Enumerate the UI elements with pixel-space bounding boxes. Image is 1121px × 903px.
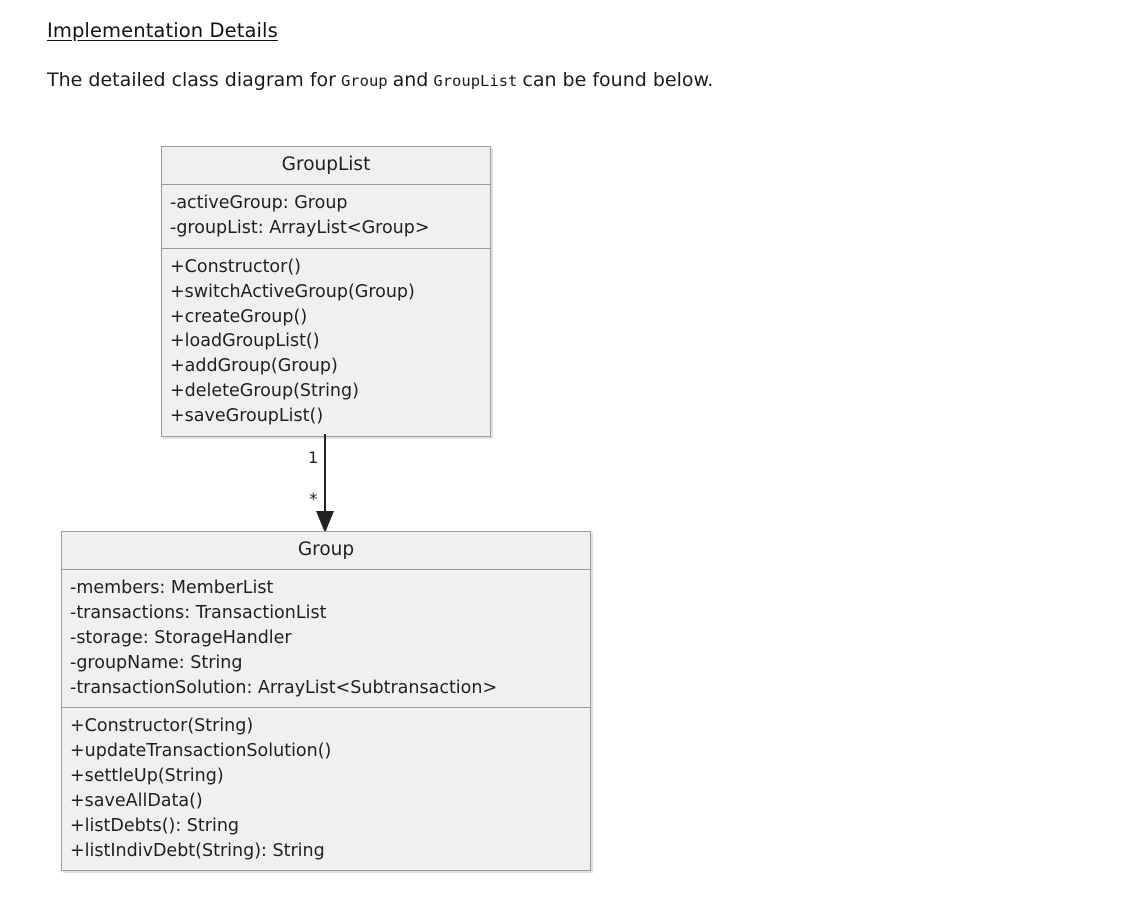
method-item: +listDebts(): String — [70, 815, 240, 836]
method-item: +Constructor(String) — [70, 716, 254, 737]
attributes-compartment-group: -members: MemberList -transactions: Tran… — [62, 570, 590, 709]
attribute-item: -members: MemberList — [70, 578, 274, 599]
method-item: +saveGroupList() — [170, 405, 324, 426]
class-name-group: Group — [62, 532, 590, 571]
method-item: +updateTransactionSolution() — [70, 741, 332, 762]
association-arrowhead-icon — [316, 511, 334, 533]
attributes-compartment-grouplist: -activeGroup: Group -groupList: ArrayLis… — [162, 185, 490, 249]
attribute-item: -transactionSolution: ArrayList<Subtrans… — [70, 677, 498, 698]
method-item: +addGroup(Group) — [170, 356, 338, 377]
inline-code-group: Group — [340, 72, 388, 90]
attribute-item: -transactions: TransactionList — [70, 603, 327, 624]
page-heading: Implementation Details — [47, 19, 278, 42]
methods-compartment-grouplist: +Constructor() +switchActiveGroup(Group)… — [162, 249, 490, 436]
method-item: +listIndivDebt(String): String — [70, 840, 325, 861]
multiplicity-source-label: 1 — [308, 448, 319, 467]
attribute-item: -storage: StorageHandler — [70, 627, 292, 648]
uml-class-grouplist[interactable]: GroupList -activeGroup: Group -groupList… — [161, 146, 491, 437]
multiplicity-target-label: * — [309, 490, 318, 510]
paragraph-text-before: The detailed class diagram for — [47, 69, 336, 91]
method-item: +loadGroupList() — [170, 331, 320, 352]
method-item: +Constructor() — [170, 256, 301, 277]
attribute-item: -groupName: String — [70, 652, 243, 673]
association-line — [324, 434, 326, 523]
methods-compartment-group: +Constructor(String) +updateTransactionS… — [62, 708, 590, 870]
class-name-grouplist: GroupList — [162, 147, 490, 186]
attribute-item: -groupList: ArrayList<Group> — [170, 218, 430, 239]
inline-code-grouplist: GroupList — [433, 72, 518, 90]
document-content: Implementation Details The detailed clas… — [47, 0, 1087, 94]
method-item: +saveAllData() — [70, 790, 203, 811]
paragraph-text-middle: and — [392, 69, 429, 91]
paragraph-text-after: can be found below. — [522, 69, 714, 91]
method-item: +switchActiveGroup(Group) — [170, 281, 415, 302]
uml-class-group[interactable]: Group -members: MemberList -transactions… — [61, 531, 591, 872]
attribute-item: -activeGroup: Group — [170, 193, 348, 214]
method-item: +deleteGroup(String) — [170, 381, 359, 402]
method-item: +settleUp(String) — [70, 766, 224, 787]
method-item: +createGroup() — [170, 306, 308, 327]
